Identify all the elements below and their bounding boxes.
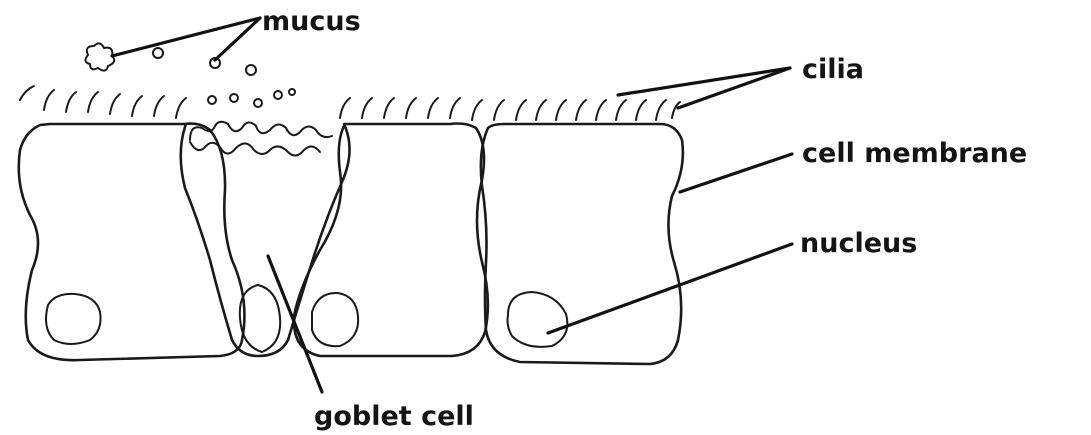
mucus-blob bbox=[85, 43, 114, 70]
nucleus-leader bbox=[548, 244, 792, 333]
label-goblet-cell: goblet cell bbox=[314, 401, 474, 432]
label-cell-membrane: cell membrane bbox=[802, 138, 1027, 169]
label-mucus: mucus bbox=[262, 6, 361, 37]
goblet-cell-nucleus bbox=[240, 285, 280, 352]
mucus-droplet bbox=[289, 89, 295, 95]
goblet-cell-leader bbox=[268, 256, 322, 392]
nucleus-right bbox=[508, 292, 568, 347]
cilia-row bbox=[20, 86, 680, 120]
label-cilia: cilia bbox=[802, 54, 864, 85]
ciliated-cell-left bbox=[19, 124, 245, 361]
goblet-mucus-granules-lower bbox=[190, 142, 320, 156]
mucus-droplet bbox=[208, 96, 216, 104]
goblet-mucus-granules bbox=[190, 122, 332, 140]
mucus-droplet bbox=[274, 91, 282, 99]
goblet-cell-body bbox=[181, 124, 350, 356]
ciliated-cell-middle bbox=[294, 124, 488, 357]
mucus-droplet bbox=[246, 65, 256, 75]
mucus-droplet bbox=[153, 48, 163, 58]
label-nucleus: nucleus bbox=[800, 228, 917, 259]
mucus-droplet bbox=[230, 94, 238, 102]
ciliated-cell-right bbox=[481, 124, 683, 364]
cell-membrane-leader bbox=[680, 154, 792, 192]
cilia-leader-1 bbox=[618, 68, 790, 95]
cilia-leader-2 bbox=[678, 68, 790, 108]
nucleus-left bbox=[46, 294, 101, 344]
mucus-droplet bbox=[254, 99, 262, 107]
nucleus-middle bbox=[312, 293, 358, 346]
